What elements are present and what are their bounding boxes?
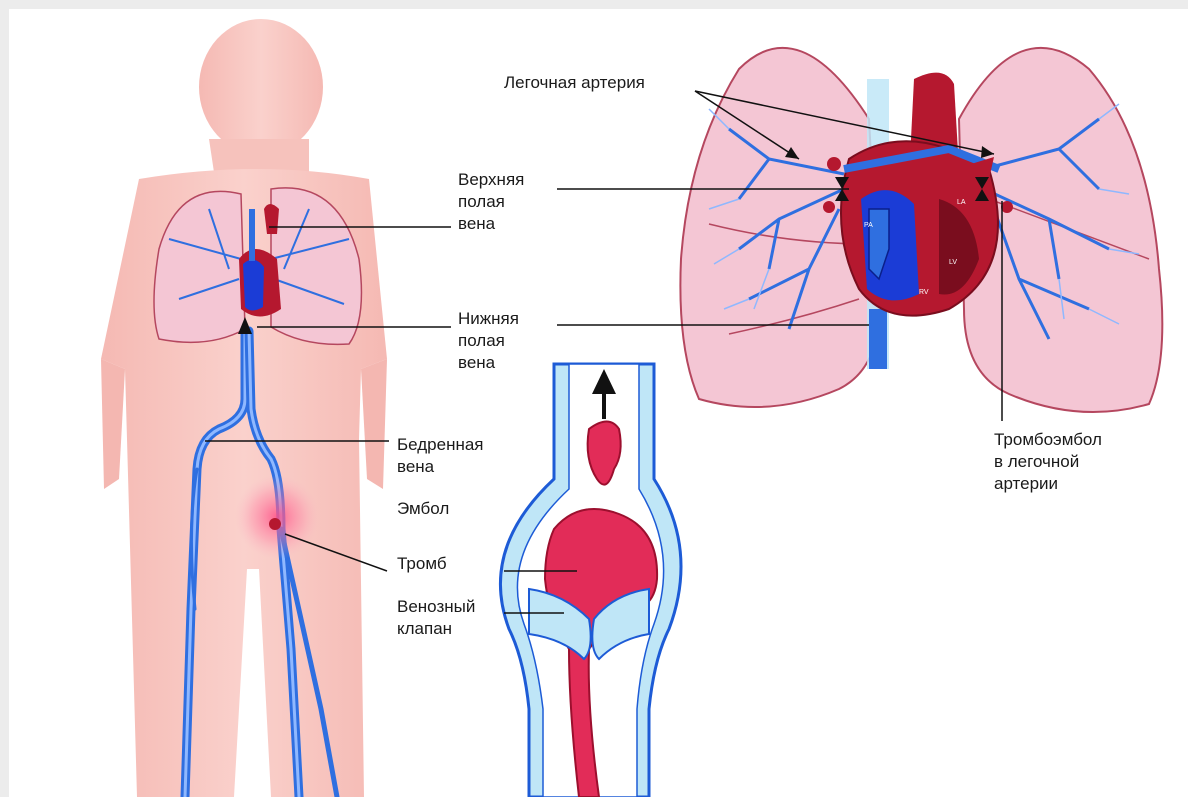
label-superior-vena-cava: Верхняя полая вена xyxy=(458,169,524,235)
label-thromboembolus: Тромбоэмбол в легочной артерии xyxy=(994,429,1102,495)
heart-label-la: LA xyxy=(957,199,966,206)
heart-label-rv: RV xyxy=(919,289,929,296)
heart-label-pa: PA xyxy=(864,222,873,229)
label-venous-valve: Венозный клапан xyxy=(397,596,475,640)
heart-label-lv: LV xyxy=(949,259,957,266)
vein-cross-section xyxy=(500,364,681,797)
thrombus-glow xyxy=(235,475,319,559)
label-femoral-vein: Бедренная вена xyxy=(397,434,484,478)
label-embolus: Эмбол xyxy=(397,498,449,520)
label-thrombus: Тромб xyxy=(397,553,447,575)
body-thrombus xyxy=(269,518,281,530)
illustration: PA LA RV LV xyxy=(9,9,1188,797)
label-inferior-vena-cava: Нижняя полая вена xyxy=(458,308,519,374)
diagram-canvas: PA LA RV LV Легочная артерия Верхн xyxy=(9,9,1188,797)
label-pulmonary-artery: Легочная артерия xyxy=(504,72,645,94)
